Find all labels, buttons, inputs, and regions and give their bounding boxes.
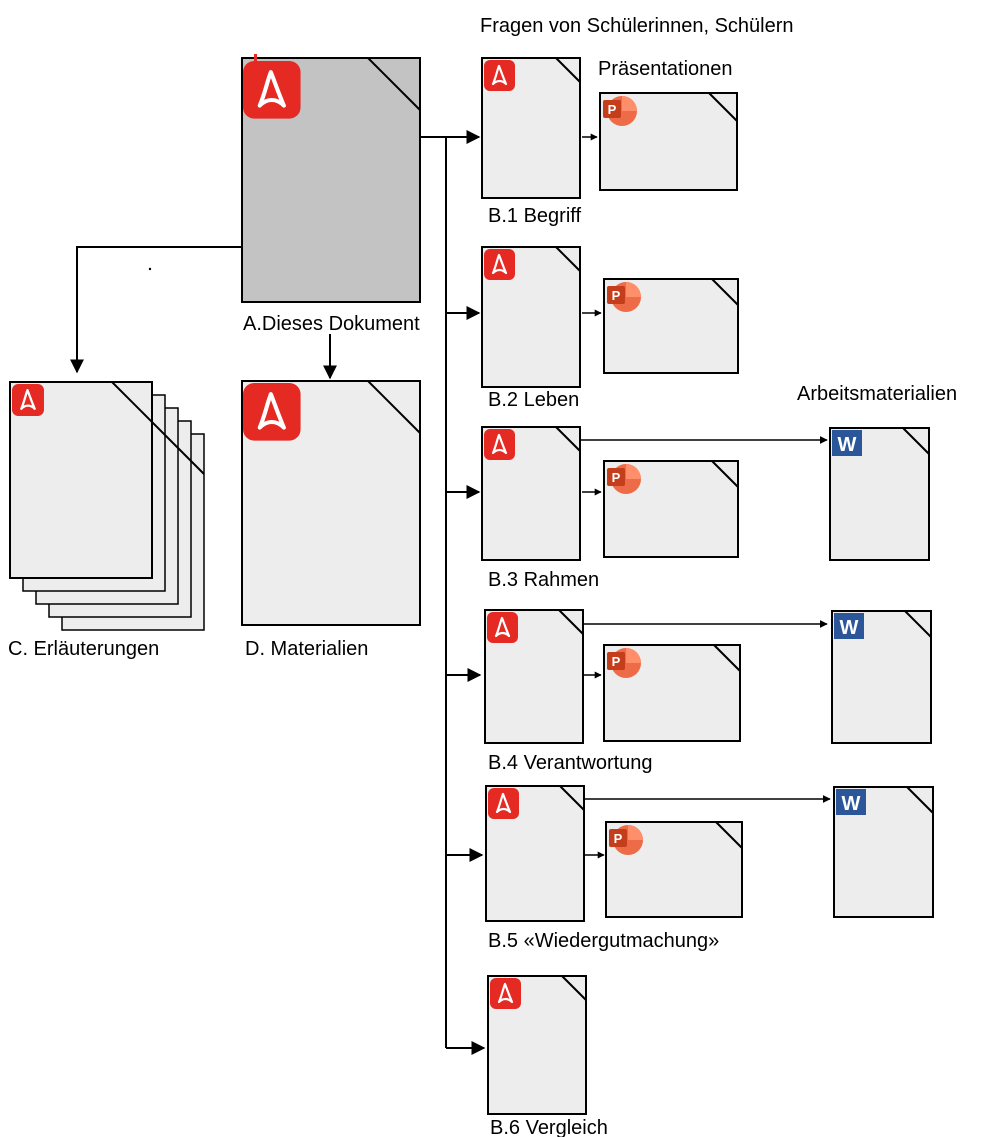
question-b2: B.2 Leben	[481, 246, 581, 411]
presentation-b1: P	[599, 92, 738, 191]
connectors	[70, 130, 486, 1055]
doc-d-materials: D. Materialien	[241, 380, 421, 660]
question-b2-page	[481, 246, 581, 388]
powerpoint-icon: P	[607, 464, 641, 494]
question-b4-label: B.4 Verantwortung	[488, 752, 653, 774]
presentation-b4-corner-fold	[713, 644, 741, 672]
powerpoint-icon-letter: P	[612, 288, 621, 303]
heading-student-questions: Fragen von Schülerinnen, Schülern	[480, 15, 794, 37]
doc-c-corner-fold	[111, 381, 205, 475]
question-b6-label: B.6 Vergleich	[490, 1117, 608, 1137]
pdf-icon	[490, 978, 521, 1009]
pdf-icon	[243, 383, 301, 441]
powerpoint-icon: P	[603, 96, 637, 126]
stray-dot	[148, 267, 152, 271]
question-b5: B.5 «Wiedergutmachung»	[485, 785, 719, 952]
worksheet-b5-corner-fold	[906, 786, 934, 814]
presentation-b3-page	[603, 460, 739, 558]
powerpoint-icon: P	[607, 648, 641, 678]
doc-c-stack: C. Erläuterungen	[8, 381, 205, 660]
connectors-thin	[580, 133, 831, 859]
pdf-icon	[484, 60, 515, 91]
pdf-icon	[12, 384, 44, 416]
powerpoint-icon: P	[609, 825, 643, 855]
word-icon-letter: W	[842, 793, 861, 815]
worksheet-b5: W	[833, 786, 934, 918]
doc-a-corner-fold	[367, 57, 421, 111]
question-b2-label: B.2 Leben	[488, 389, 579, 411]
question-b2-corner-fold	[555, 246, 581, 272]
powerpoint-icon-letter: P	[612, 470, 621, 485]
presentation-b4: P	[603, 644, 741, 742]
pdf-icon	[488, 788, 519, 819]
doc-a-label: A.Dieses Dokument	[243, 313, 420, 335]
question-b4: B.4 Verantwortung	[484, 609, 653, 774]
question-b4-corner-fold	[558, 609, 584, 635]
heading-worksheets: Arbeitsmaterialien	[797, 383, 957, 405]
heading-presentations: Präsentationen	[598, 58, 733, 80]
question-b1-label: B.1 Begriff	[488, 205, 581, 227]
presentation-b3: P	[603, 460, 739, 558]
question-b6: B.6 Vergleich	[487, 975, 608, 1137]
question-b5-label: B.5 «Wiedergutmachung»	[488, 930, 719, 952]
pdf-icon	[484, 429, 515, 460]
presentation-b5: P	[605, 821, 743, 918]
question-b1-corner-fold	[555, 57, 581, 83]
red-tick-mark	[254, 54, 257, 64]
question-b3-label: B.3 Rahmen	[488, 569, 599, 591]
powerpoint-icon-letter: P	[614, 831, 623, 846]
worksheet-b5-page	[833, 786, 934, 918]
arrow-a-to-c	[70, 246, 242, 374]
pdf-icon	[484, 249, 515, 280]
doc-d-corner-fold	[367, 380, 421, 434]
presentation-b3-corner-fold	[711, 460, 739, 488]
powerpoint-icon-letter: P	[612, 654, 621, 669]
powerpoint-icon: P	[607, 282, 641, 312]
word-icon: W	[832, 430, 862, 456]
presentation-b1-corner-fold	[708, 92, 738, 122]
doc-c-label: C. Erläuterungen	[8, 638, 159, 660]
doc-d-label: D. Materialien	[245, 638, 368, 660]
word-icon: W	[834, 613, 864, 639]
worksheet-b3: W	[829, 427, 930, 561]
question-b5-corner-fold	[559, 785, 585, 811]
pdf-icon	[487, 612, 518, 643]
presentation-b5-corner-fold	[715, 821, 743, 849]
question-b6-corner-fold	[561, 975, 587, 1001]
pdf-icon	[243, 61, 301, 119]
question-b3-corner-fold	[555, 426, 581, 452]
word-icon: W	[836, 789, 866, 815]
presentation-b2-corner-fold	[711, 278, 739, 306]
powerpoint-icon-letter: P	[608, 102, 617, 117]
question-b1: B.1 Begriff	[481, 57, 581, 227]
word-icon-letter: W	[838, 434, 857, 456]
question-b3: B.3 Rahmen	[481, 426, 599, 591]
word-icon-letter: W	[840, 617, 859, 639]
worksheet-b4: W	[831, 610, 932, 744]
doc-a-main: A.Dieses Dokument	[241, 54, 421, 335]
worksheet-b4-corner-fold	[904, 610, 932, 638]
worksheet-b3-corner-fold	[902, 427, 930, 455]
presentation-b2: P	[603, 278, 739, 374]
